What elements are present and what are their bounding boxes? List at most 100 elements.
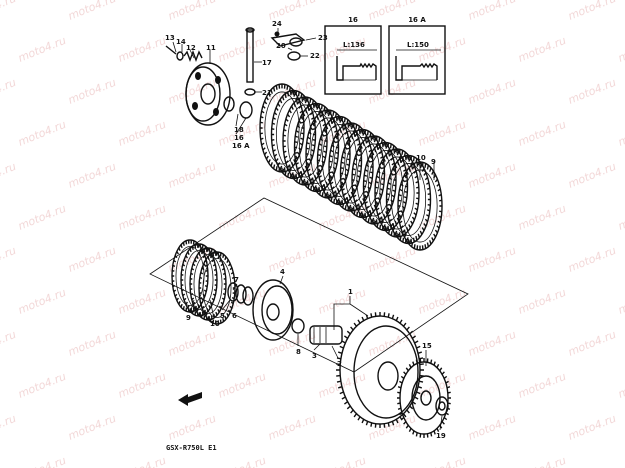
lower-clutch-plate-stack [171, 239, 236, 325]
watermark-text: moto4.ru [116, 370, 168, 401]
callout-15: 15 [422, 342, 432, 350]
watermark-text: moto4.ru [66, 160, 118, 191]
watermark-text: moto4.ru [166, 160, 218, 191]
watermark-text: moto4.ru [516, 286, 568, 317]
watermark-text: moto4.ru [566, 244, 618, 275]
watermark-text: moto4.ru [566, 328, 618, 359]
callout-11: 11 [206, 44, 216, 52]
watermark-text: moto4.ru [366, 76, 418, 107]
watermark-text: moto4.ru [216, 370, 268, 401]
watermark-text: moto4.ru [216, 202, 268, 233]
watermark-text: moto4.ru [16, 202, 68, 233]
inset-part-16: 16 L:136 [324, 16, 382, 95]
watermark-text: moto4.ru [116, 454, 168, 468]
watermark-text: moto4.ru [16, 370, 68, 401]
callout-19: 19 [436, 432, 446, 440]
watermark-text: moto4.ru [16, 454, 68, 468]
callout-21: 21 [262, 89, 272, 97]
callout-3: 3 [312, 352, 317, 360]
watermark-text: moto4.ru [416, 34, 468, 65]
callout-18: 18 [234, 126, 244, 134]
watermark-text: moto4.ru [16, 118, 68, 149]
gear-teeth [397, 358, 451, 438]
pressure-plate [185, 62, 231, 126]
callout-22: 22 [310, 52, 320, 60]
watermark-text: moto4.ru [466, 412, 518, 443]
watermark-text: moto4.ru [316, 286, 368, 317]
watermark-text: moto4.ru [266, 244, 318, 275]
watermark-text: moto4.ru [66, 412, 118, 443]
watermark-text: moto4.ru [116, 202, 168, 233]
callout-20: 20 [276, 42, 286, 50]
callout-12: 12 [186, 44, 196, 52]
callout-16a: 16 A [232, 142, 250, 150]
watermark-text: moto4.ru [216, 34, 268, 65]
watermark-text: moto4.ru [516, 118, 568, 149]
watermark-text: moto4.ru [616, 370, 625, 401]
inset-part-16a: 16 A L:150 [388, 16, 446, 95]
watermark-text: moto4.ru [616, 454, 625, 468]
callout-9-upper: 9 [431, 158, 436, 166]
watermark-text: moto4.ru [616, 202, 625, 233]
watermark-text: moto4.ru [466, 76, 518, 107]
watermark-text: moto4.ru [0, 0, 18, 23]
callout-4: 4 [280, 268, 285, 276]
watermark-text: moto4.ru [566, 76, 618, 107]
watermark-text: moto4.ru [266, 412, 318, 443]
watermark-text: moto4.ru [416, 454, 468, 468]
callout-10-upper: 10 [416, 154, 426, 162]
thrust-washers [227, 282, 254, 306]
watermark-text: moto4.ru [566, 0, 618, 23]
watermark-text: moto4.ru [166, 0, 218, 23]
watermark-text: moto4.ru [116, 34, 168, 65]
front-arrow-icon [178, 392, 202, 406]
watermark-text: moto4.ru [0, 412, 18, 443]
watermark-text: moto4.ru [366, 328, 418, 359]
callout-14: 14 [176, 38, 186, 46]
watermark-text: moto4.ru [66, 328, 118, 359]
inset-16a-dimension: L:150 [407, 41, 429, 49]
callout-5: 5 [220, 312, 225, 320]
watermark-text: moto4.ru [466, 328, 518, 359]
assembly-frame [149, 197, 469, 373]
watermark-text: moto4.ru [116, 286, 168, 317]
watermark-text: moto4.ru [566, 160, 618, 191]
watermark-text: moto4.ru [16, 286, 68, 317]
watermark-text: moto4.ru [466, 244, 518, 275]
upper-clutch-plate-stack [259, 83, 443, 251]
watermark-text: moto4.ru [366, 244, 418, 275]
watermark-text: moto4.ru [616, 118, 625, 149]
watermark-text: moto4.ru [66, 0, 118, 23]
model-code: GSX-R750L E1 [166, 444, 217, 452]
callout-6: 6 [232, 312, 237, 320]
watermark-text: moto4.ru [416, 118, 468, 149]
spring-bolt-set [165, 45, 203, 62]
inset-16a-number: 16 A [408, 16, 426, 24]
leader-lines [172, 28, 443, 431]
inset-16-number: 16 [348, 16, 358, 24]
callout-13: 13 [165, 34, 175, 42]
watermark-text: moto4.ru [0, 244, 18, 275]
spacer-bearing [291, 318, 343, 345]
callout-7: 7 [234, 276, 239, 284]
watermark-text: moto4.ru [0, 160, 18, 191]
watermark-text: moto4.ru [516, 454, 568, 468]
watermark-text: moto4.ru [516, 202, 568, 233]
inset-16-dimension: L:136 [343, 41, 365, 49]
watermark-text: moto4.ru [16, 34, 68, 65]
watermark-text: moto4.ru [166, 328, 218, 359]
watermark-text: moto4.ru [66, 76, 118, 107]
callout-17: 17 [262, 59, 272, 67]
callout-24: 24 [272, 20, 282, 28]
watermark-text: moto4.ru [0, 328, 18, 359]
callout-1: 1 [348, 288, 353, 296]
watermark-text: moto4.ru [616, 34, 625, 65]
watermark-text: moto4.ru [0, 76, 18, 107]
watermark-text: moto4.ru [166, 76, 218, 107]
watermark-text: moto4.ru [166, 412, 218, 443]
watermark-text: moto4.ru [66, 244, 118, 275]
clutch-housing [336, 312, 424, 428]
callout-10-lower: 10 [210, 320, 220, 328]
